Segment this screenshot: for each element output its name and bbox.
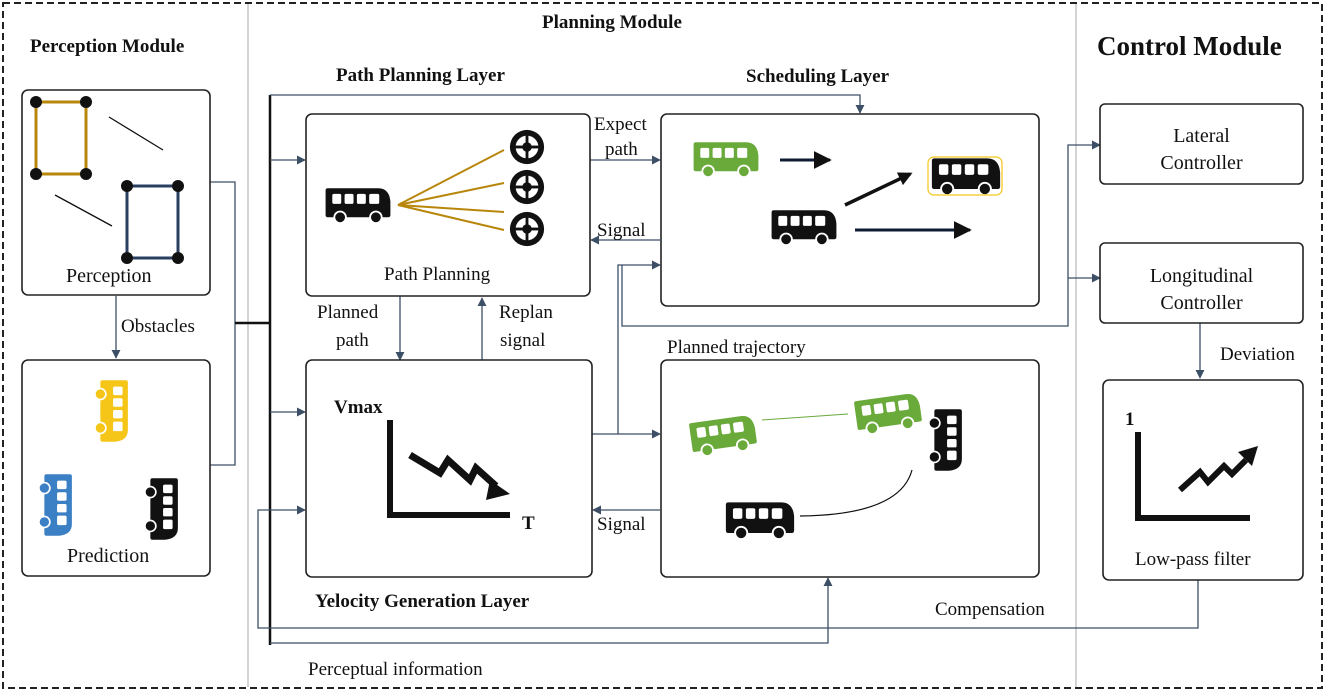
trajectory-box: [660, 359, 1040, 578]
control-module-title: Control Module: [1097, 31, 1282, 61]
vmax-label: Vmax: [334, 397, 383, 418]
obstacles-label: Obstacles: [121, 316, 195, 337]
path-planning-graphic: [324, 129, 545, 247]
planned-path-label-line2: path: [336, 330, 369, 351]
longitudinal-label-line2: Controller: [1160, 292, 1243, 314]
planning-module-title: Planning Module: [542, 12, 682, 33]
perceptual-information-label: Perceptual information: [308, 659, 483, 680]
t-axis-label: T: [522, 513, 535, 534]
trajectory-to-scheduling-line: [617, 260, 661, 434]
expect-path-label-line1: Expect: [594, 114, 647, 135]
perception-box: [21, 89, 211, 296]
lowpass-label: Low-pass filter: [1135, 549, 1251, 570]
compensation-line: [257, 505, 1199, 629]
scheduling-graphic: [692, 141, 1003, 246]
lowpass-axis-one: 1: [1125, 409, 1135, 430]
lateral-label-line2: Controller: [1160, 152, 1243, 174]
steering-wheel-icon-1: [509, 129, 545, 165]
compensation-label: Compensation: [935, 599, 1045, 620]
replan-signal-label-line2: signal: [500, 330, 546, 351]
longitudinal-controller-box: [1099, 242, 1304, 324]
steering-wheel-icon-3: [509, 211, 545, 247]
longitudinal-label-line1: Longitudinal: [1149, 265, 1254, 287]
steering-wheel-icon-2: [509, 169, 545, 205]
perception-module-title: Perception Module: [30, 36, 185, 57]
signal-top-label: Signal: [597, 220, 646, 241]
signal-bottom-label: Signal: [597, 514, 646, 535]
planned-path-label-line1: Planned: [317, 302, 379, 323]
deviation-label: Deviation: [1220, 344, 1295, 365]
planned-trajectory-label: Planned trajectory: [667, 337, 806, 358]
perception-graphic: [30, 96, 184, 264]
scheduling-layer-title: Scheduling Layer: [746, 66, 890, 87]
velocity-layer-title: Yelocity Generation Layer: [315, 591, 530, 612]
lateral-controller-box: [1099, 103, 1304, 185]
velocity-generation-box: [305, 359, 593, 578]
replan-signal-label-line1: Replan: [499, 302, 553, 323]
prediction-label: Prediction: [67, 545, 150, 567]
path-planning-layer-title: Path Planning Layer: [336, 65, 505, 86]
perception-bracket: [210, 181, 236, 466]
lateral-label-line1: Lateral: [1173, 125, 1230, 147]
bus-to-scheduling-arrow: [270, 94, 865, 114]
perceptual-info-line: [270, 577, 833, 644]
expect-path-label-line2: path: [605, 139, 638, 160]
lowpass-graphic: [1135, 432, 1258, 521]
trajectory-graphic: [687, 391, 963, 540]
velocity-graphic: [387, 420, 510, 518]
perception-label: Perception: [66, 265, 152, 287]
scheduling-to-controllers-line: [621, 140, 1101, 327]
path-planning-label: Path Planning: [384, 264, 491, 285]
